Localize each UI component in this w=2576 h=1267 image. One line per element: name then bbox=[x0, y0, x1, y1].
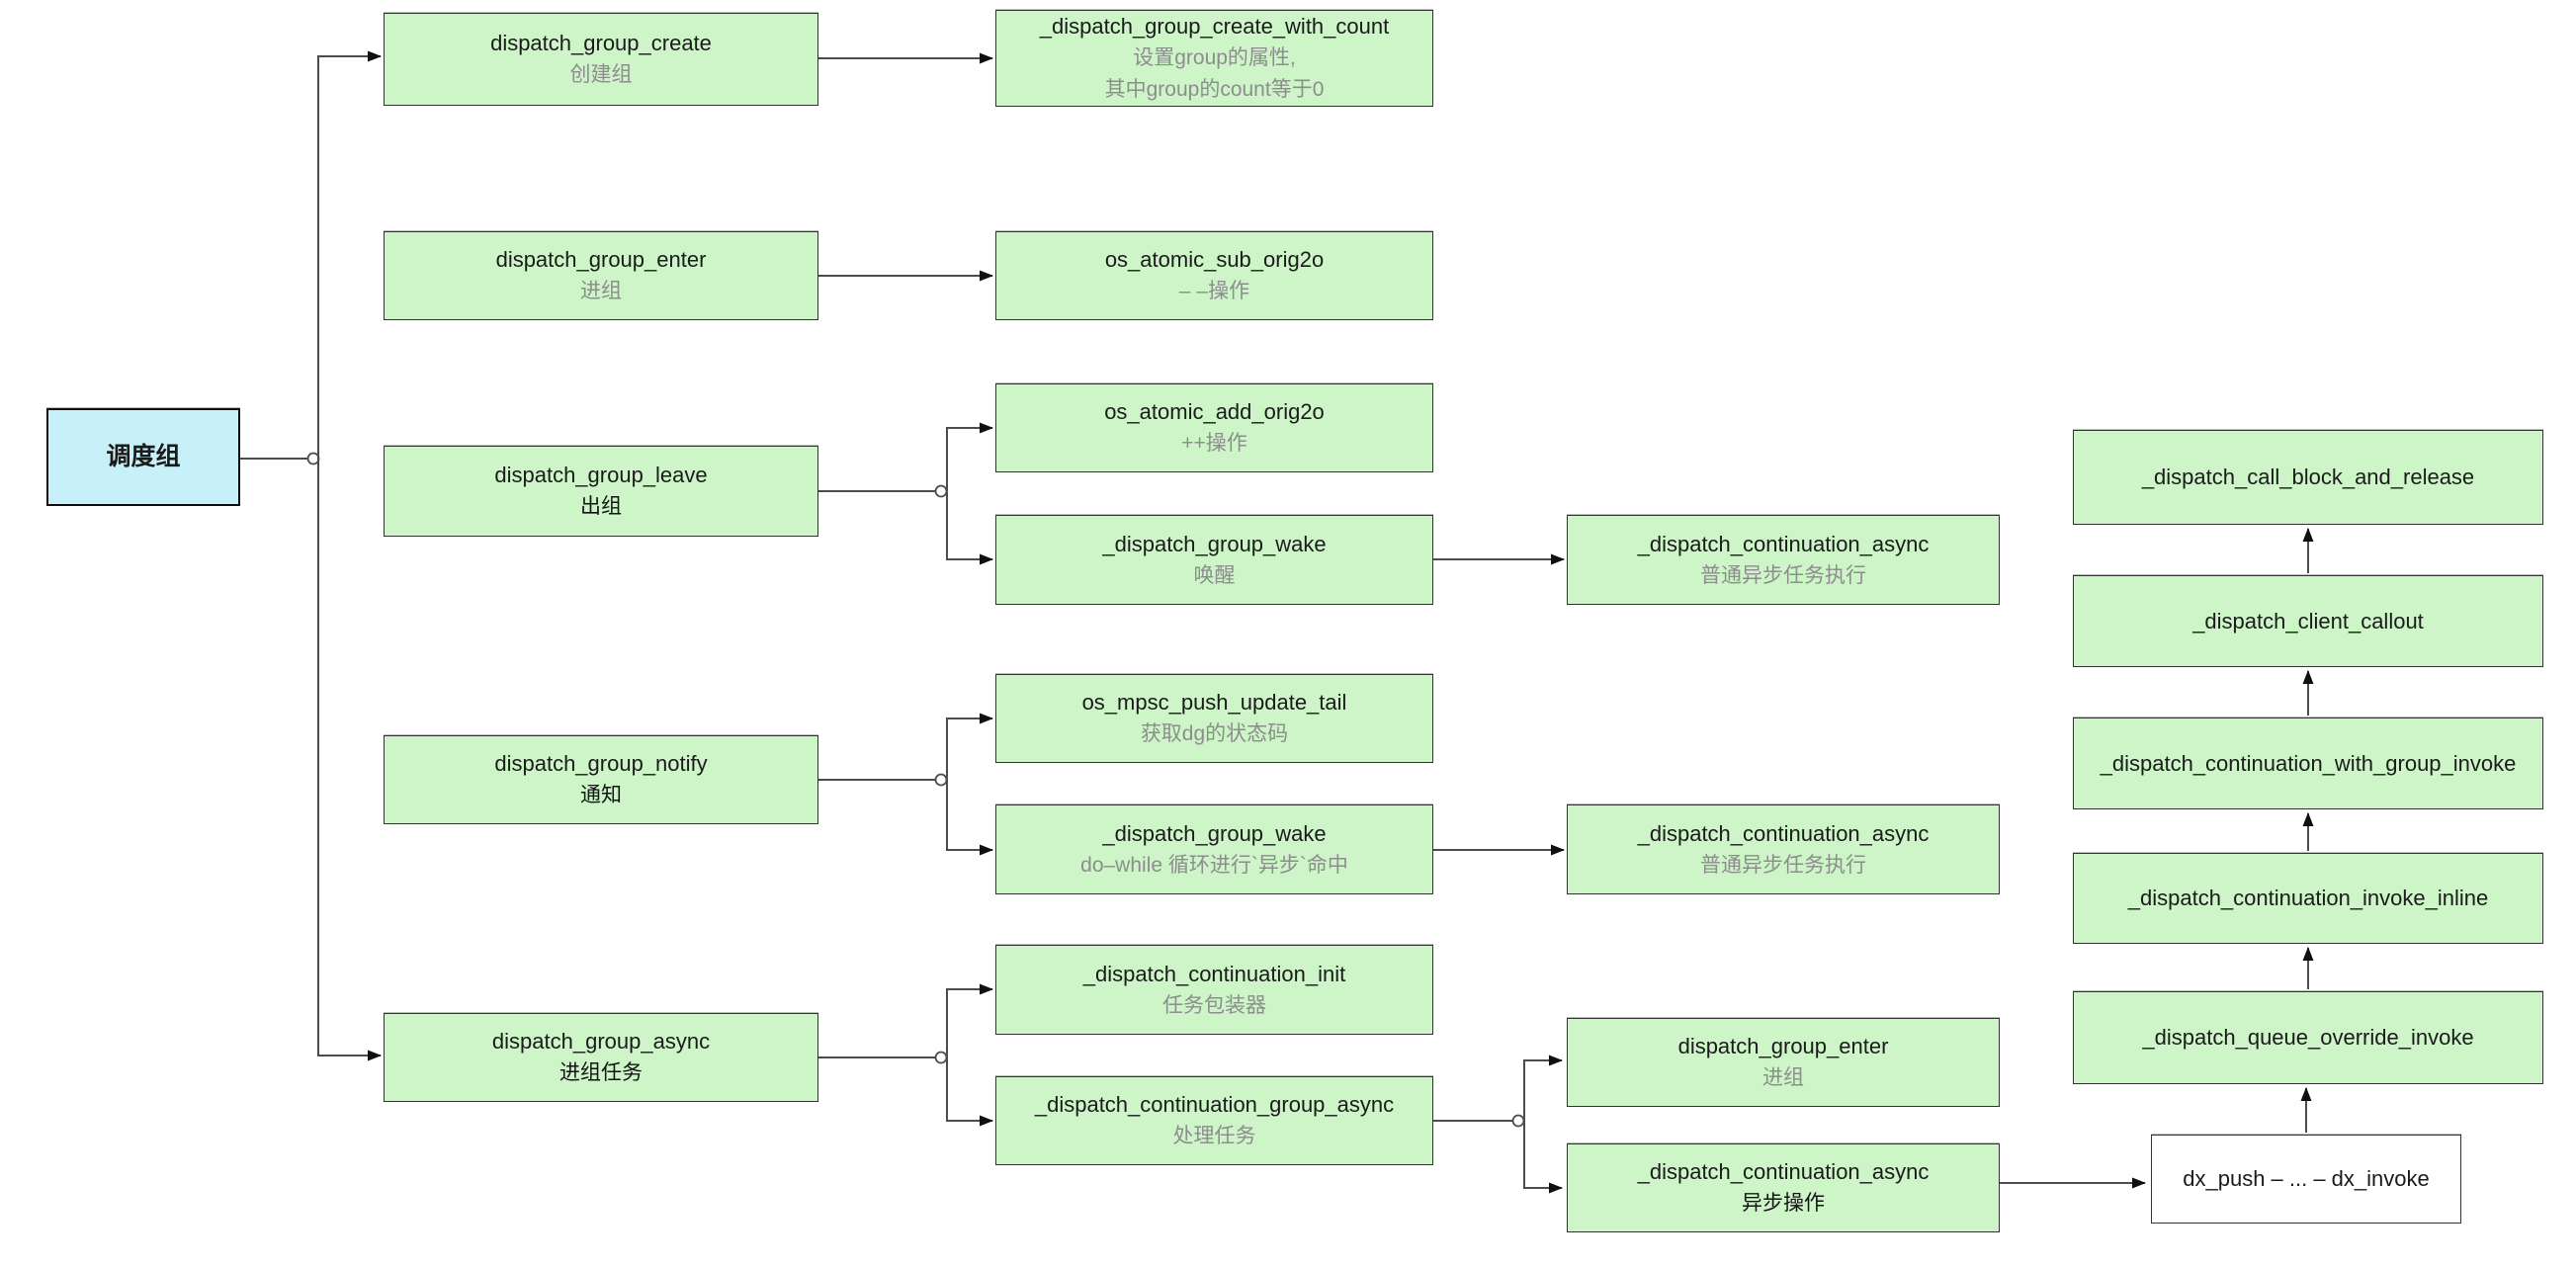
node-sublabel: 进组任务 bbox=[559, 1061, 643, 1085]
node-dispatch-client-callout[interactable]: _dispatch_client_callout bbox=[2073, 575, 2543, 667]
node-sublabel: 异步操作 bbox=[1742, 1192, 1825, 1216]
edge-async-to-continuation-group-async bbox=[946, 1057, 993, 1127]
node-label: _dispatch_continuation_async bbox=[1637, 531, 1930, 556]
node-label: _dispatch_client_callout bbox=[2192, 608, 2424, 634]
node-sublabel: 进组 bbox=[1762, 1066, 1804, 1090]
node-label: _dispatch_group_wake bbox=[1102, 820, 1327, 846]
node-dispatch-group-enter[interactable]: dispatch_group_enter 进组 bbox=[384, 231, 818, 320]
node-dispatch-continuation-async-1[interactable]: _dispatch_continuation_async 普通异步任务执行 bbox=[1567, 515, 2000, 605]
node-label: _dispatch_queue_override_invoke bbox=[2142, 1025, 2474, 1051]
node-dispatch-call-block-and-release[interactable]: _dispatch_call_block_and_release bbox=[2073, 430, 2543, 525]
node-dispatch-continuation-init[interactable]: _dispatch_continuation_init 任务包装器 bbox=[995, 945, 1433, 1035]
node-sublabel: do–while 循环进行`异步`命中 bbox=[1080, 853, 1348, 877]
node-label: _dispatch_continuation_async bbox=[1637, 820, 1930, 846]
node-os-atomic-sub-orig2o[interactable]: os_atomic_sub_orig2o – –操作 bbox=[995, 231, 1433, 320]
node-sublabel: 处理任务 bbox=[1172, 1125, 1256, 1148]
node-dispatch-group-enter-2[interactable]: dispatch_group_enter 进组 bbox=[1567, 1018, 2000, 1107]
node-dispatch-continuation-async-3[interactable]: _dispatch_continuation_async 异步操作 bbox=[1567, 1143, 2000, 1232]
node-dispatch-group-create[interactable]: dispatch_group_create 创建组 bbox=[384, 13, 818, 106]
node-sublabel: 获取dg的状态码 bbox=[1140, 722, 1289, 746]
edge-trunk-to-create bbox=[317, 50, 382, 459]
node-dx-push-invoke[interactable]: dx_push – ... – dx_invoke bbox=[2151, 1135, 2461, 1224]
edge-async-to-continuation-init bbox=[946, 983, 993, 1057]
connector-group bbox=[240, 50, 2314, 1194]
node-label: _dispatch_continuation_init bbox=[1082, 961, 1346, 986]
node-sublabel: 普通异步任务执行 bbox=[1700, 563, 1866, 587]
edge-cga-to-enter2 bbox=[1523, 1055, 1563, 1121]
node-label: _dispatch_group_wake bbox=[1102, 531, 1327, 556]
node-label: _dispatch_call_block_and_release bbox=[2141, 465, 2475, 490]
node-label: dispatch_group_enter bbox=[1677, 1034, 1889, 1059]
node-label: dispatch_group_create bbox=[490, 31, 712, 56]
node-sublabel: 设置group的属性, bbox=[1133, 46, 1296, 70]
node-sublabel: – –操作 bbox=[1178, 280, 1250, 303]
node-dispatch-group-leave[interactable]: dispatch_group_leave 出组 bbox=[384, 446, 818, 537]
node-dispatch-continuation-with-group-invoke[interactable]: _dispatch_continuation_with_group_invoke bbox=[2073, 718, 2543, 809]
node-sublabel: 创建组 bbox=[569, 63, 633, 87]
edge-leave-to-atomic-add bbox=[946, 422, 993, 491]
edge-leave-to-wake bbox=[946, 491, 993, 565]
node-dispatch-queue-override-invoke[interactable]: _dispatch_queue_override_invoke bbox=[2073, 991, 2543, 1084]
node-os-mpsc-push-update-tail[interactable]: os_mpsc_push_update_tail 获取dg的状态码 bbox=[995, 674, 1433, 763]
node-label: _dispatch_continuation_group_async bbox=[1034, 1092, 1395, 1118]
node-sublabel: 进组 bbox=[580, 280, 622, 303]
node-label: _dispatch_continuation_async bbox=[1637, 1159, 1930, 1185]
edge-cga-to-continuation-async-3 bbox=[1523, 1121, 1563, 1194]
node-dispatch-group-wake-1[interactable]: _dispatch_group_wake 唤醒 bbox=[995, 515, 1433, 605]
node-dispatch-group-wake-2[interactable]: _dispatch_group_wake do–while 循环进行`异步`命中 bbox=[995, 804, 1433, 894]
node-dispatch-group-create-with-count[interactable]: _dispatch_group_create_with_count 设置group… bbox=[995, 10, 1433, 107]
node-label: _dispatch_group_create_with_count bbox=[1039, 14, 1390, 40]
node-label: dispatch_group_enter bbox=[495, 247, 707, 273]
edge-notify-to-wake2 bbox=[946, 780, 993, 856]
node-dispatch-group-notify[interactable]: dispatch_group_notify 通知 bbox=[384, 735, 818, 824]
edge-trunk-to-async bbox=[317, 459, 382, 1061]
node-sublabel: 普通异步任务执行 bbox=[1700, 853, 1866, 877]
node-label: 调度组 bbox=[106, 442, 181, 470]
node-label: dx_push – ... – dx_invoke bbox=[2183, 1166, 2430, 1192]
node-sublabel: 其中group的count等于0 bbox=[1104, 77, 1325, 101]
node-os-atomic-add-orig2o[interactable]: os_atomic_add_orig2o ++操作 bbox=[995, 383, 1433, 472]
node-label: _dispatch_continuation_invoke_inline bbox=[2127, 886, 2489, 911]
node-dispatch-continuation-group-async[interactable]: _dispatch_continuation_group_async 处理任务 bbox=[995, 1076, 1433, 1165]
node-sublabel: ++操作 bbox=[1181, 432, 1247, 456]
node-label: os_atomic_sub_orig2o bbox=[1104, 247, 1325, 273]
node-dispatch-continuation-invoke-inline[interactable]: _dispatch_continuation_invoke_inline bbox=[2073, 853, 2543, 944]
node-label: os_atomic_add_orig2o bbox=[1104, 399, 1325, 425]
node-sublabel: 任务包装器 bbox=[1162, 993, 1266, 1017]
node-sublabel: 通知 bbox=[580, 784, 622, 807]
node-dispatch-continuation-async-2[interactable]: _dispatch_continuation_async 普通异步任务执行 bbox=[1567, 804, 2000, 894]
node-label: os_mpsc_push_update_tail bbox=[1081, 690, 1347, 716]
node-sublabel: 唤醒 bbox=[1193, 563, 1236, 587]
node-label: dispatch_group_notify bbox=[494, 751, 708, 777]
node-sublabel: 出组 bbox=[580, 495, 622, 519]
node-label: dispatch_group_async bbox=[491, 1029, 711, 1055]
node-group-root[interactable]: 调度组 bbox=[46, 408, 240, 506]
edge-notify-to-mpsc bbox=[946, 713, 993, 780]
node-dispatch-group-async[interactable]: dispatch_group_async 进组任务 bbox=[384, 1013, 818, 1102]
node-label: _dispatch_continuation_with_group_invoke bbox=[2100, 750, 2517, 776]
node-label: dispatch_group_leave bbox=[494, 463, 708, 488]
